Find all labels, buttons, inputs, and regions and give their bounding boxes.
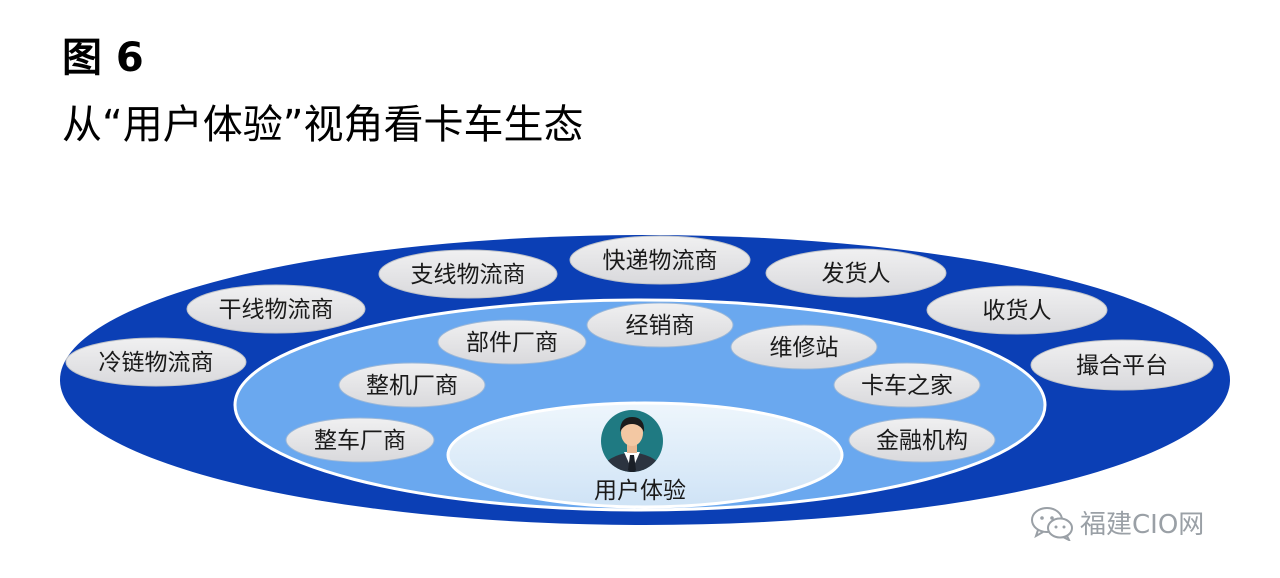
watermark-text: 福建CIO网 [1080, 510, 1205, 540]
node-label: 整机厂商 [366, 373, 458, 399]
node-middle-5: 维修站 [730, 324, 878, 370]
node-label: 部件厂商 [466, 330, 558, 356]
node-label: 快递物流商 [603, 248, 718, 274]
wechat-icon [1031, 506, 1073, 541]
node-outer-7: 撮合平台 [1030, 339, 1214, 391]
node-outer-4: 快递物流商 [569, 235, 751, 285]
node-label: 干线物流商 [219, 297, 334, 323]
node-middle-4: 经销商 [586, 302, 734, 348]
node-outer-5: 发货人 [765, 248, 947, 298]
node-outer-1: 冷链物流商 [65, 337, 247, 387]
node-middle-2: 整机厂商 [338, 362, 486, 408]
node-middle-3: 部件厂商 [437, 319, 587, 365]
node-label: 维修站 [770, 335, 839, 361]
watermark: 福建CIO网 [1030, 504, 1204, 541]
node-middle-6: 卡车之家 [833, 362, 981, 408]
node-label: 收货人 [983, 298, 1052, 324]
user-avatar-icon [601, 410, 663, 472]
node-label: 整车厂商 [314, 428, 406, 454]
node-middle-1: 整车厂商 [285, 417, 435, 463]
figure-label: 图 6 [62, 35, 144, 81]
node-label: 金融机构 [876, 428, 968, 454]
node-label: 冷链物流商 [99, 350, 214, 376]
node-label: 发货人 [822, 261, 891, 287]
center-label: 用户体验 [594, 478, 686, 504]
node-outer-3: 支线物流商 [378, 249, 558, 299]
node-outer-2: 干线物流商 [186, 284, 366, 334]
node-label: 经销商 [626, 313, 695, 339]
node-label: 卡车之家 [861, 373, 953, 399]
figure-title: 从“用户体验”视角看卡车生态 [62, 102, 584, 148]
node-label: 撮合平台 [1076, 353, 1168, 379]
node-middle-7: 金融机构 [848, 417, 996, 463]
node-label: 支线物流商 [411, 262, 526, 288]
node-outer-6: 收货人 [926, 285, 1108, 335]
